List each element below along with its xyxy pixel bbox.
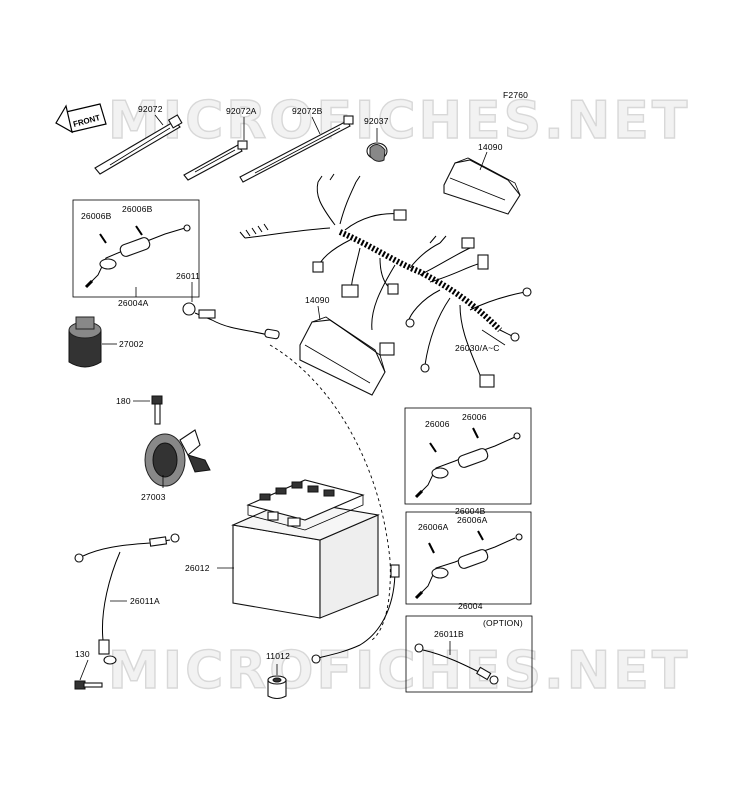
part-label-130: 130 (75, 649, 90, 659)
battery-cable-icon (311, 564, 400, 664)
part-label-92072b: 92072B (292, 106, 323, 116)
part-label-92037: 92037 (364, 116, 389, 126)
horn-27003-icon (144, 429, 211, 487)
option-box-26011b (405, 615, 533, 693)
part-label-26006a-2: 26006A (457, 515, 488, 525)
cable-26011b-icon (414, 643, 499, 685)
watermark-top: MICROFICHES.NET (108, 91, 690, 151)
part-label-26012: 26012 (185, 563, 210, 573)
part-label-92072a: 92072A (226, 106, 257, 116)
bolt-130-icon (74, 680, 103, 690)
option-label: (OPTION) (483, 618, 523, 628)
front-arrow-icon: FRONT (55, 103, 107, 134)
part-label-26006-2: 26006 (462, 412, 487, 422)
part-label-26006b-2: 26006B (122, 204, 153, 214)
part-label-26004a: 26004A (118, 298, 149, 308)
cap-11012-icon (267, 675, 287, 700)
cable-tie-92072b-icon (239, 115, 354, 183)
fuse-kit-box-26004 (405, 511, 532, 605)
fuse-26004-icon (414, 530, 523, 600)
watermark-bottom: MICROFICHES.NET (108, 641, 690, 701)
part-label-26011: 26011 (176, 271, 200, 281)
clamp-92037-icon (366, 142, 388, 162)
part-label-26006-1: 26006 (425, 419, 450, 429)
fuse-26004a-icon (84, 224, 191, 289)
part-label-14090-mid: 14090 (305, 295, 330, 305)
cable-tie-92072-icon (94, 114, 183, 175)
wiring-harness-26030-icon (239, 173, 532, 388)
part-label-11012: 11012 (266, 651, 290, 661)
battery-26012-icon (231, 479, 380, 619)
part-label-26004b: 26004B (455, 506, 486, 516)
part-label-26006a-1: 26006A (418, 522, 449, 532)
part-label-26030: 26030/A~C (455, 343, 500, 353)
cable-tie-92072a-icon (183, 140, 248, 181)
part-label-26006b-1: 26006B (81, 211, 112, 221)
part-label-180: 180 (116, 396, 131, 406)
fuse-26004b-icon (414, 427, 521, 499)
cable-26011-icon (182, 302, 280, 340)
part-label-26004: 26004 (458, 601, 483, 611)
part-label-26011b: 26011B (434, 629, 464, 639)
fuse-kit-box-26004b (404, 407, 532, 505)
part-label-14090-top: 14090 (478, 142, 503, 152)
part-label-27003: 27003 (141, 492, 166, 502)
figure-code: F2760 (503, 90, 528, 100)
part-label-27002: 27002 (119, 339, 144, 349)
cover-14090-top-icon (443, 157, 521, 215)
part-label-26011a: 26011A (130, 596, 160, 606)
bolt-180-icon (151, 395, 163, 425)
cable-26011a-icon (74, 533, 180, 665)
part-label-92072: 92072 (138, 104, 163, 114)
relay-27002-icon (68, 316, 102, 368)
cover-14090-mid-icon (299, 316, 386, 396)
